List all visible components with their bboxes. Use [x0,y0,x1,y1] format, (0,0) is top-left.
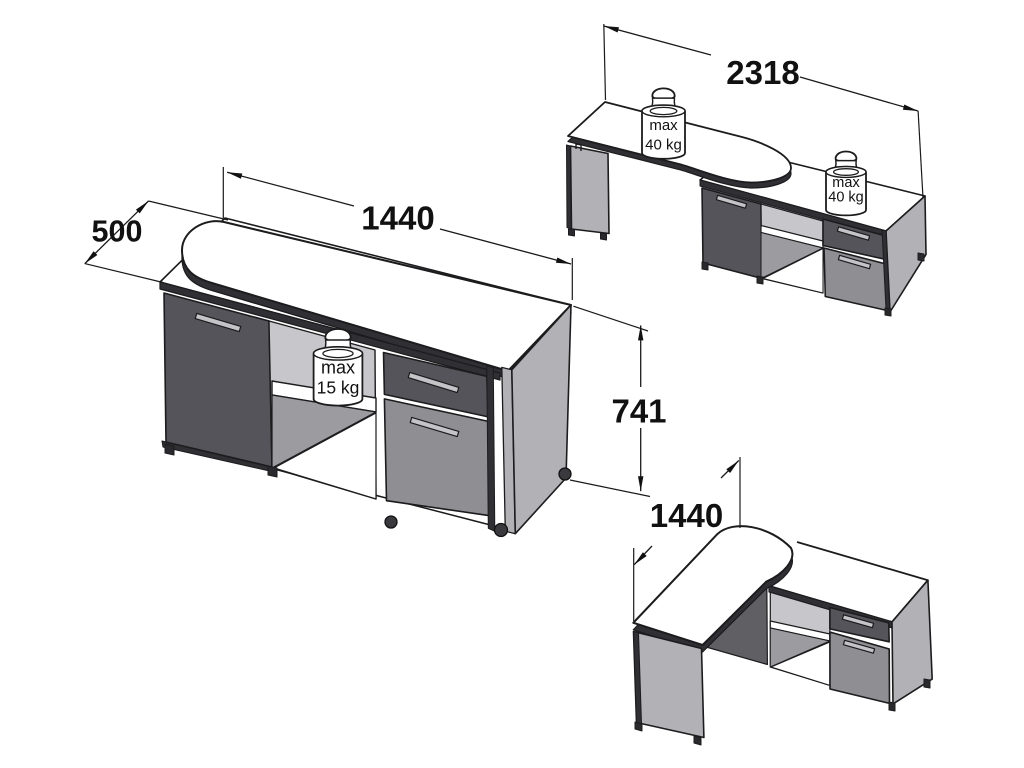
svg-text:500: 500 [92,215,143,249]
svg-text:15 kg: 15 kg [317,378,360,398]
svg-text:max: max [649,117,678,134]
svg-text:max: max [832,175,860,191]
svg-text:40 kg: 40 kg [828,190,863,206]
svg-text:1440: 1440 [650,497,723,534]
svg-text:max: max [321,358,355,378]
svg-text:40 kg: 40 kg [645,137,682,154]
svg-text:2318: 2318 [726,54,799,91]
svg-text:741: 741 [611,393,666,430]
svg-text:1440: 1440 [361,200,434,237]
